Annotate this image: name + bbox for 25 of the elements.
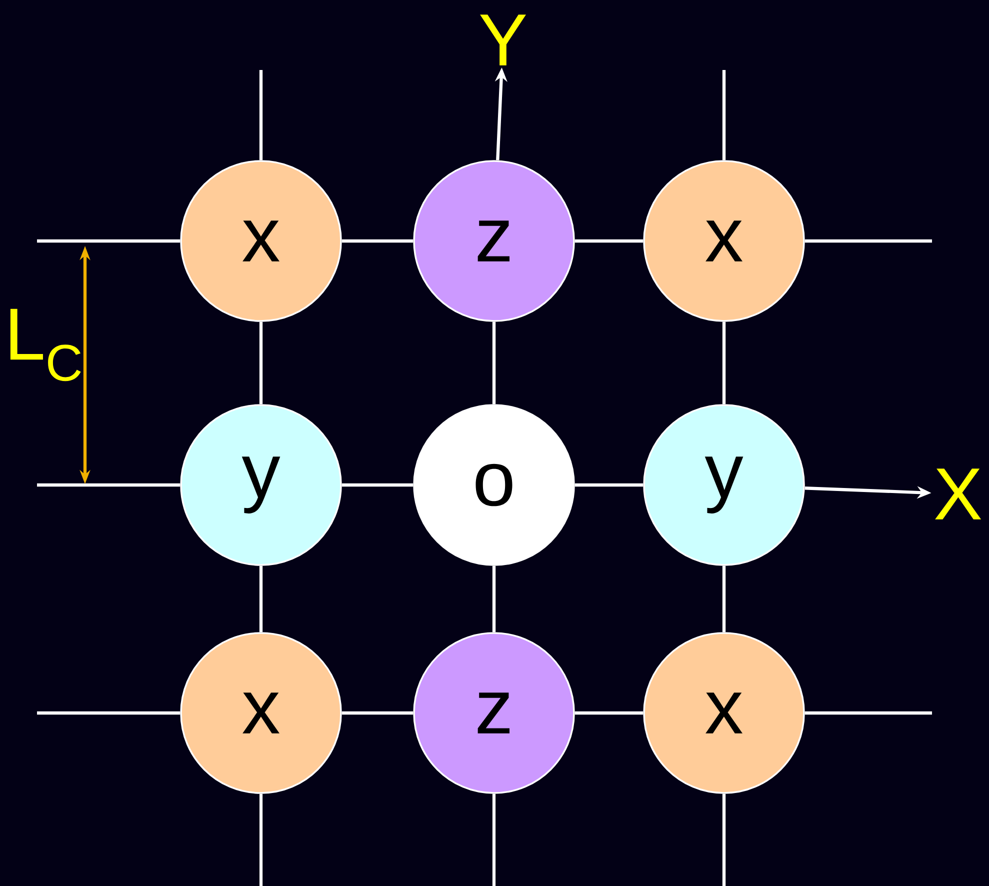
- connector-line: [342, 239, 414, 243]
- connector-line: [342, 483, 414, 487]
- connector-line: [574, 239, 644, 243]
- connector-line: [804, 711, 932, 715]
- connector-line: [492, 794, 496, 886]
- connector-line: [722, 794, 726, 886]
- connector-line: [722, 322, 726, 404]
- connector-line: [722, 566, 726, 632]
- dimension-label: L$_{C}$: [10, 308, 81, 382]
- connector-line: [37, 711, 180, 715]
- axis-label: Y: [480, 14, 526, 66]
- connector-line: [492, 322, 496, 404]
- connector-line: [574, 483, 644, 487]
- connector-line: [722, 70, 726, 160]
- connector-line: [342, 711, 414, 715]
- connector-line: [259, 566, 263, 632]
- axis-label: X: [935, 468, 982, 520]
- connector-line: [492, 566, 496, 632]
- connector-line: [259, 794, 263, 886]
- connector-line: [259, 70, 263, 160]
- connector-line: [574, 711, 644, 715]
- connector-line: [259, 322, 263, 404]
- connector-line: [37, 239, 180, 243]
- connector-line: [37, 483, 180, 487]
- connector-line: [804, 239, 932, 243]
